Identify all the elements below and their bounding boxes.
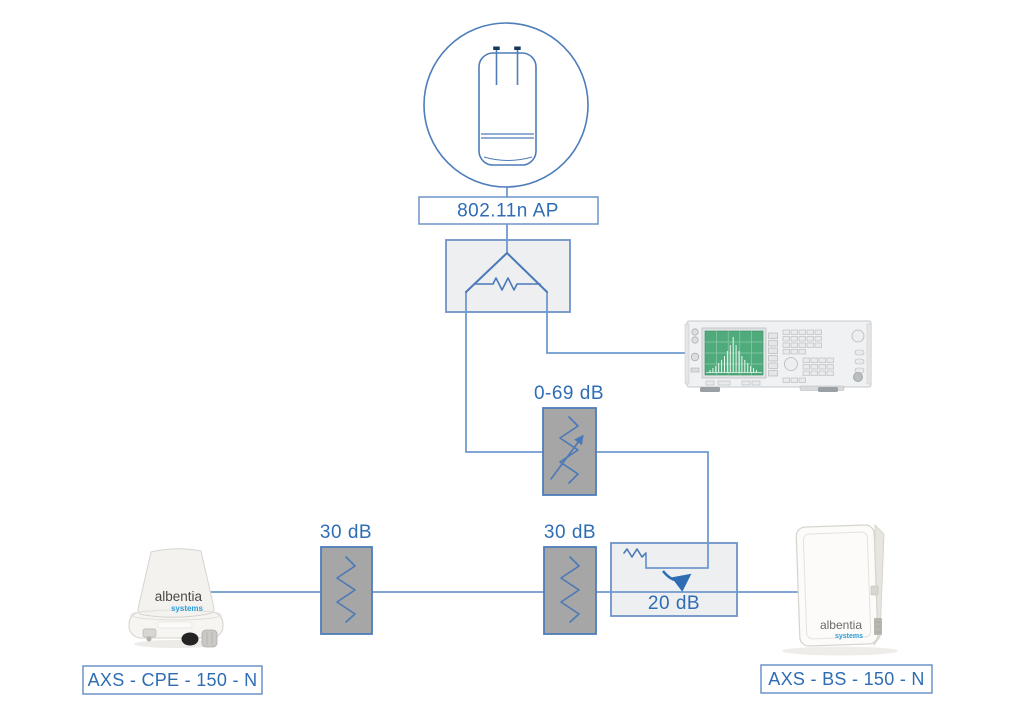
variable-attenuator-icon: 0-69 dB xyxy=(534,383,604,496)
attenuator-center-box xyxy=(543,546,597,635)
variable-attenuator-label: 0-69 dB xyxy=(534,383,604,404)
coupler-direction-arrow xyxy=(661,570,692,592)
analyzer-knob xyxy=(851,329,865,343)
wifi-ap-icon xyxy=(423,22,589,188)
cpe-device-image: albentia systems xyxy=(128,548,224,648)
cpe-connector xyxy=(181,632,199,646)
ap-device-body xyxy=(478,52,537,166)
line-splitter-to-coupler xyxy=(465,292,709,569)
variable-attenuator-box xyxy=(542,407,597,496)
bs-front-panel xyxy=(795,524,879,647)
bs-label: AXS - BS - 150 - N xyxy=(768,669,924,689)
fixed-attenuator-icon: 30 dB xyxy=(320,522,373,635)
cpe-brand-sub: systems xyxy=(171,604,204,613)
cpe-brand: albentia xyxy=(155,589,203,604)
cpe-body xyxy=(137,548,215,618)
cpe-label-box xyxy=(82,665,263,695)
analyzer-softkeys xyxy=(768,332,778,377)
attenuator-left-box xyxy=(320,546,373,635)
bs-brand: albentia xyxy=(820,618,862,632)
attenuator-center-label: 30 dB xyxy=(544,522,596,543)
ap-label: 802.11n AP xyxy=(457,201,559,222)
analyzer-screen-grid xyxy=(705,331,763,375)
splitter-box xyxy=(445,239,571,313)
bs-brand-sub: systems xyxy=(835,633,863,640)
cpe-cable-gland xyxy=(201,629,218,648)
analyzer-spectrum-trace xyxy=(709,337,757,373)
bs-label-box xyxy=(760,664,933,694)
connection-lines xyxy=(207,187,801,593)
analyzer-buttons xyxy=(705,329,865,386)
spectrum-analyzer-icon xyxy=(684,320,872,392)
attenuator-left-label: 30 dB xyxy=(320,522,372,543)
ap-label-box xyxy=(418,196,599,225)
attenuator-20db-label: 20 dB xyxy=(648,593,700,614)
cpe-label: AXS - CPE - 150 - N xyxy=(88,670,258,690)
directional-coupler-icon xyxy=(623,548,692,592)
bs-connector xyxy=(874,618,882,635)
bs-device-image: albentia systems xyxy=(782,524,898,656)
power-splitter-icon xyxy=(465,252,548,293)
analyzer-knob xyxy=(784,357,798,371)
fixed-attenuator-icon: 30 dB xyxy=(543,522,597,635)
line-splitter-to-analyzer xyxy=(546,292,688,354)
